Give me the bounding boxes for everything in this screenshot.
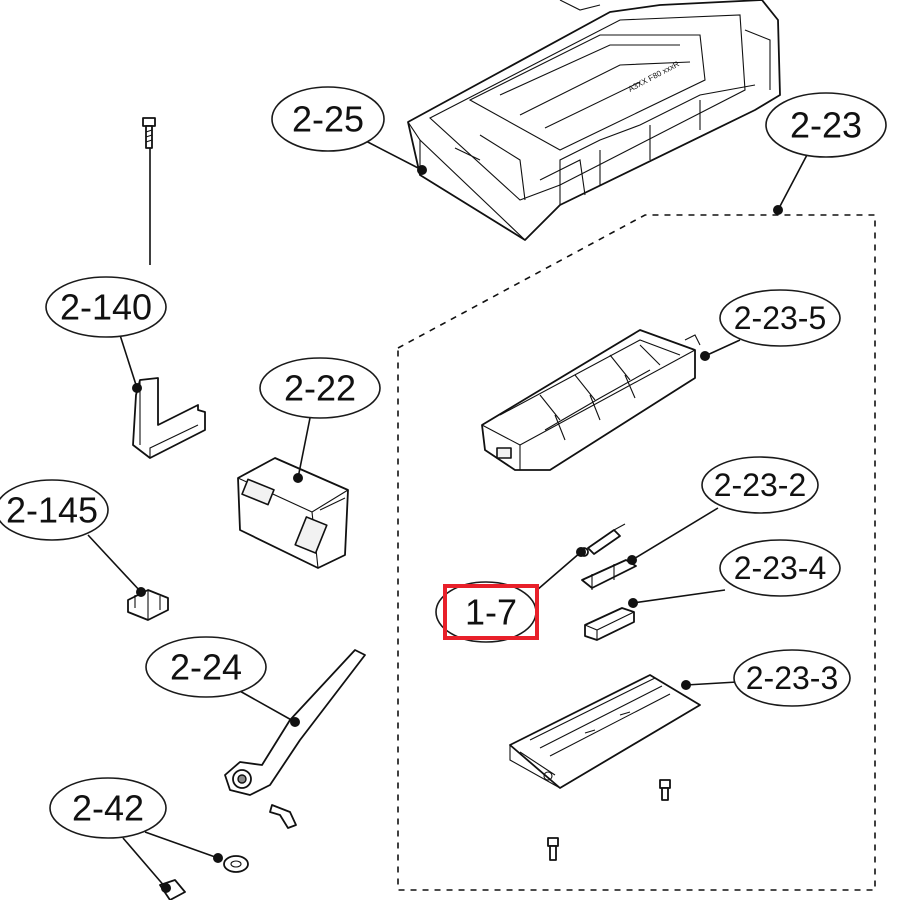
part-2-42-clamp bbox=[159, 855, 249, 900]
part-2-145-clip bbox=[127, 589, 169, 621]
callout-label-2-24: 2-24 bbox=[170, 647, 242, 688]
part-2-25-ice-maker-housing: A3XX F80 xxxR bbox=[407, 0, 781, 241]
part-2-23-4-block bbox=[584, 607, 635, 641]
callout-label-2-23-2: 2-23-2 bbox=[714, 467, 807, 503]
part-2-23-5-ice-tray bbox=[481, 329, 701, 471]
callout-2-22: 2-22 bbox=[259, 357, 381, 419]
callout-label-2-23-4: 2-23-4 bbox=[734, 550, 827, 586]
screw-top-left bbox=[142, 117, 156, 149]
callout-label-2-23: 2-23 bbox=[790, 105, 862, 146]
part-1-7-sensor bbox=[579, 523, 626, 557]
callout-label-2-23-3: 2-23-3 bbox=[746, 660, 839, 696]
callout-label-2-145: 2-145 bbox=[6, 490, 98, 531]
callout-label-2-25: 2-25 bbox=[292, 99, 364, 140]
callout-2-23: 2-23 bbox=[765, 92, 887, 158]
callout-2-23-3: 2-23-3 bbox=[733, 649, 851, 707]
part-2-23-3-plate bbox=[509, 674, 701, 789]
callout-label-2-23-5: 2-23-5 bbox=[734, 300, 827, 336]
callout-2-23-5: 2-23-5 bbox=[719, 289, 841, 347]
part-2-23-2-bracket bbox=[581, 559, 637, 590]
assembly-2-23-boundary bbox=[397, 214, 876, 891]
callout-1-7: 1-7 bbox=[435, 581, 539, 643]
callout-label-1-7: 1-7 bbox=[465, 592, 517, 633]
screw-2-24 bbox=[269, 804, 297, 829]
callout-2-23-2: 2-23-2 bbox=[701, 456, 819, 514]
callout-label-2-22: 2-22 bbox=[284, 368, 356, 409]
callout-label-2-42: 2-42 bbox=[72, 788, 144, 829]
callout-2-145: 2-145 bbox=[0, 479, 109, 541]
callout-2-140: 2-140 bbox=[45, 276, 167, 338]
screw-plate-left bbox=[547, 837, 559, 861]
part-2-22-cover bbox=[237, 457, 349, 569]
callout-label-2-140: 2-140 bbox=[60, 287, 152, 328]
screw-plate-right bbox=[659, 779, 671, 801]
callout-2-23-4: 2-23-4 bbox=[719, 539, 841, 597]
callout-2-25: 2-25 bbox=[271, 86, 385, 152]
part-2-140-bracket bbox=[132, 377, 206, 459]
callout-2-24: 2-24 bbox=[145, 636, 267, 698]
callout-1-7-highlight-box bbox=[443, 584, 539, 640]
callout-2-42: 2-42 bbox=[49, 777, 167, 839]
leader-dots bbox=[132, 165, 783, 893]
leader-lines bbox=[87, 137, 809, 889]
